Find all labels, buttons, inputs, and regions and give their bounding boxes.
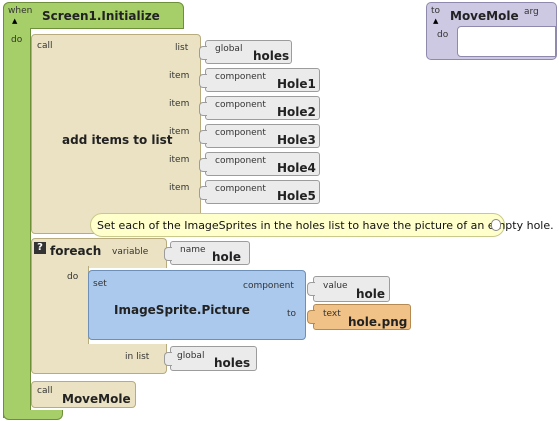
set-imagesprite-picture-block[interactable]: set ImageSprite.Picture component to bbox=[88, 270, 306, 340]
procedure-definition-block[interactable]: to ▲ MoveMole arg do bbox=[426, 2, 557, 60]
text-hole-png-block[interactable]: text hole.png bbox=[307, 304, 411, 330]
foreach-list-block[interactable]: global holes bbox=[164, 346, 257, 371]
component-prefix: component bbox=[215, 72, 266, 82]
help-badge-icon[interactable]: ? bbox=[34, 242, 46, 254]
proc-collapse-arrow-icon[interactable]: ▲ bbox=[433, 17, 439, 25]
in-list-label: in list bbox=[125, 352, 150, 362]
component-prefix: component bbox=[215, 128, 266, 138]
list-global-name: holes bbox=[214, 356, 251, 370]
add-items-call-block[interactable]: call add items to list list item item it… bbox=[31, 34, 201, 234]
proc-arg-label: arg bbox=[524, 7, 539, 17]
variable-label: variable bbox=[112, 247, 149, 257]
proc-do-slot[interactable] bbox=[457, 26, 556, 57]
component-hole3-block[interactable]: component Hole3 bbox=[199, 124, 320, 148]
component-hole4-block[interactable]: component Hole4 bbox=[199, 152, 320, 176]
value-prefix: value bbox=[323, 281, 348, 291]
name-prefix: name bbox=[180, 245, 206, 255]
component-hole1-block[interactable]: component Hole1 bbox=[199, 68, 320, 92]
foreach-variable-block[interactable]: name hole bbox=[164, 241, 250, 265]
item-label-2: item bbox=[169, 99, 190, 109]
value-name: hole bbox=[356, 287, 386, 301]
comment-bubble[interactable]: Set each of the ImageSprites in the hole… bbox=[90, 213, 554, 237]
call-movemole-label: call bbox=[37, 386, 53, 396]
component-name: Hole3 bbox=[277, 133, 316, 147]
item-label-4: item bbox=[169, 155, 190, 165]
item-label-3: item bbox=[169, 127, 190, 137]
comment-text: Set each of the ImageSprites in the hole… bbox=[97, 219, 554, 232]
set-to-label: to bbox=[287, 309, 297, 319]
component-name: Hole1 bbox=[277, 77, 316, 91]
component-name: Hole4 bbox=[277, 161, 316, 175]
foreach-title: foreach bbox=[50, 244, 102, 258]
call-label: call bbox=[37, 41, 53, 51]
list-label: list bbox=[175, 43, 189, 53]
when-label: when bbox=[8, 6, 33, 16]
global-holes-block[interactable]: global holes bbox=[199, 40, 292, 64]
event-name: Screen1.Initialize bbox=[42, 9, 160, 23]
component-prefix: component bbox=[215, 156, 266, 166]
foreach-header[interactable]: ? foreach variable bbox=[31, 238, 167, 268]
comment-toggle-icon[interactable] bbox=[491, 219, 501, 231]
foreach-spine: do bbox=[31, 266, 89, 346]
text-prefix: text bbox=[323, 309, 341, 319]
global-name: holes bbox=[253, 49, 290, 63]
call-movemole-block[interactable]: call MoveMole bbox=[31, 381, 136, 408]
foreach-do-label: do bbox=[67, 272, 79, 282]
proc-to-label: to bbox=[431, 6, 441, 16]
proc-name: MoveMole bbox=[450, 9, 519, 23]
component-prefix: component bbox=[215, 184, 266, 194]
set-component-label: component bbox=[243, 281, 294, 291]
global-prefix: global bbox=[215, 44, 243, 54]
screen-init-spine bbox=[3, 28, 31, 418]
screen-init-bottom bbox=[3, 410, 63, 420]
set-title: ImageSprite.Picture bbox=[114, 303, 250, 317]
variable-name: hole bbox=[212, 250, 242, 264]
component-name: Hole2 bbox=[277, 105, 316, 119]
set-label: set bbox=[93, 279, 107, 289]
component-value-block[interactable]: value hole bbox=[307, 276, 390, 302]
foreach-footer: in list bbox=[31, 344, 167, 374]
item-label-5: item bbox=[169, 183, 190, 193]
screen-init-event-block[interactable]: when ▲ Screen1.Initialize bbox=[3, 2, 184, 29]
component-prefix: component bbox=[215, 100, 266, 110]
list-global-prefix: global bbox=[177, 351, 205, 361]
collapse-arrow-icon[interactable]: ▲ bbox=[12, 17, 18, 25]
component-hole5-block[interactable]: component Hole5 bbox=[199, 180, 320, 204]
item-label-1: item bbox=[169, 71, 190, 81]
text-value: hole.png bbox=[348, 315, 408, 329]
component-name: Hole5 bbox=[277, 189, 316, 203]
do-label: do bbox=[11, 35, 23, 45]
add-items-title: add items to list bbox=[62, 133, 173, 147]
proc-do-label: do bbox=[437, 30, 449, 40]
component-hole2-block[interactable]: component Hole2 bbox=[199, 96, 320, 120]
call-movemole-name: MoveMole bbox=[62, 392, 131, 406]
